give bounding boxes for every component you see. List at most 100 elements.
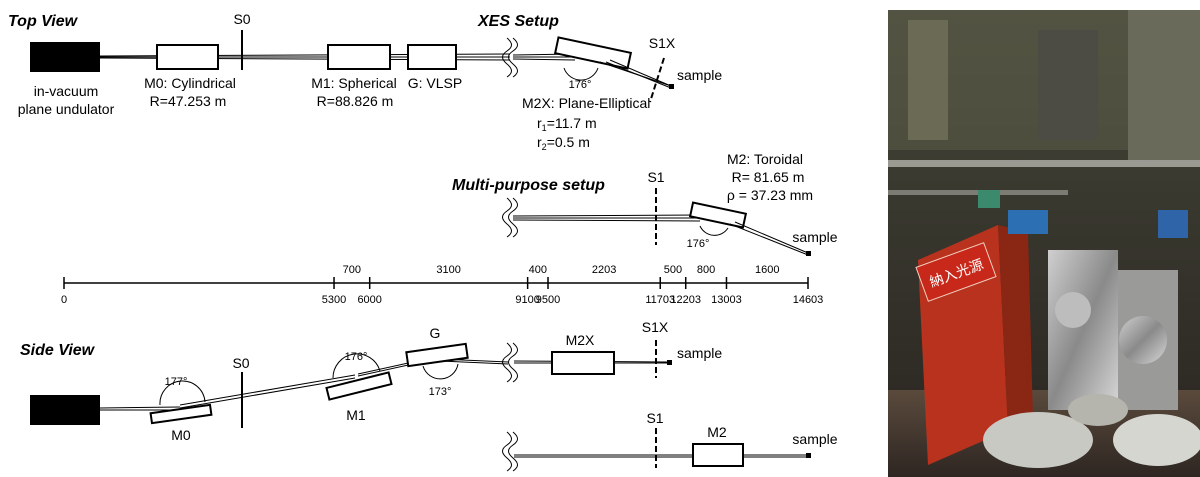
photo-foil-1 (983, 412, 1093, 468)
scale-distance-label: 800 (697, 264, 715, 276)
side-break-mark-2 (508, 342, 518, 383)
side-view-title: Side View (20, 342, 96, 359)
photo-rack-center (1038, 30, 1098, 140)
side-sample-marker-1 (667, 360, 672, 365)
side-view: Side View 177° M0 S0 176° M1 173° G (20, 319, 838, 472)
r2-main: r (537, 134, 542, 150)
r1-text: r1=11.7 m (537, 115, 597, 133)
mp-sample-marker (806, 251, 811, 256)
m2x-angle: 176° (569, 79, 592, 91)
side-m0-label: M0 (171, 427, 191, 443)
top-view: Top View in-vacuum plane undulator M0: C… (8, 11, 722, 152)
side-s0-label: S0 (232, 355, 249, 371)
side-m0-mirror (149, 403, 213, 425)
side-s1-label: S1 (646, 410, 663, 426)
side-sample-label-1: sample (677, 345, 722, 361)
m2-angle: 176° (687, 238, 710, 250)
scale-position-label: 12203 (670, 294, 701, 306)
side-beam-2 (179, 377, 356, 409)
photo-rack-left (908, 20, 948, 140)
m2-rho: ρ = 37.23 mm (727, 187, 813, 203)
scale-distance-label: 500 (664, 264, 682, 276)
m2x-label: M2X: Plane-Elliptical (522, 95, 650, 111)
side-sample-label-2: sample (792, 431, 837, 447)
mp-s1-label: S1 (647, 169, 664, 185)
scale-position-label: 5300 (322, 294, 346, 306)
side-break-mark (502, 342, 512, 383)
side-sample-marker-2 (806, 453, 811, 458)
mp-break-mark (502, 197, 512, 238)
scale-position-label: 14603 (793, 294, 824, 306)
scale-position-label: 9100 (515, 294, 539, 306)
scale-position-label: 0 (61, 294, 67, 306)
m1-radius: R=88.826 m (317, 93, 394, 109)
m2-label: M2: Toroidal (727, 151, 803, 167)
photo-foil-2 (1113, 414, 1200, 466)
side-grating-label: G (430, 325, 441, 341)
s1x-slit (649, 57, 665, 103)
s0-label: S0 (233, 11, 250, 27)
top-view-title: Top View (8, 13, 79, 30)
side-mp-break-mark (502, 431, 512, 472)
beamline-photo: 納入光源 (888, 10, 1200, 477)
m1-mirror (327, 44, 391, 70)
r2-sub: 2 (542, 142, 547, 152)
top-break-mark-2 (508, 37, 518, 78)
grating (407, 44, 457, 70)
side-m2-mirror (692, 443, 744, 467)
side-grating-angle: 173° (429, 386, 452, 398)
s1x-label: S1X (649, 35, 676, 51)
undulator-source (30, 42, 100, 72)
beamline-diagram: Top View in-vacuum plane undulator M0: C… (8, 11, 838, 472)
photo-vacuum-chamber-1 (1048, 250, 1118, 410)
photo-pipe-1 (888, 160, 1200, 167)
r2-value: =0.5 m (547, 134, 590, 150)
side-beam-1b (99, 406, 181, 409)
m2-radius: R= 81.65 m (732, 169, 805, 185)
scale-position-label: 11703 (645, 294, 675, 306)
side-m1-mirror (325, 371, 393, 401)
scale-distance-label: 400 (529, 264, 547, 276)
m2-angle-arc (699, 225, 729, 236)
scale-position-label: 9500 (536, 294, 560, 306)
mp-beam-2 (512, 214, 701, 217)
xes-setup-title: XES Setup (477, 13, 559, 30)
side-m0-angle: 177° (165, 376, 188, 388)
r2-text: r2=0.5 m (537, 134, 590, 152)
photo-foil-3 (1068, 394, 1128, 426)
side-m2-label: M2 (707, 424, 727, 440)
side-s1x-label: S1X (642, 319, 669, 335)
side-mp-break-mark-2 (508, 431, 518, 472)
side-m0-angle-arc (159, 380, 206, 406)
side-m2x-mirror (551, 351, 615, 375)
m0-radius: R=47.253 m (150, 93, 227, 109)
photo-green-device (978, 190, 1000, 208)
sample-marker (669, 84, 674, 89)
photo-flange-1 (1119, 316, 1167, 364)
side-m1-label: M1 (346, 407, 366, 423)
mp-beam-3 (512, 219, 701, 222)
source-label-2: plane undulator (18, 101, 115, 117)
m0-label: M0: Cylindrical (144, 75, 236, 91)
m2-reflected-beam (734, 221, 809, 254)
top-beam-cont-3 (512, 58, 576, 61)
photo-rack-right (1128, 10, 1200, 160)
photo-blue-device-2 (1158, 210, 1188, 238)
mp-sample-label: sample (792, 229, 837, 245)
source-label-1: in-vacuum (34, 83, 99, 99)
scale-position-label: 13003 (711, 294, 742, 306)
side-grating (405, 342, 469, 368)
side-m2x-label: M2X (566, 332, 595, 348)
side-undulator-source (30, 395, 100, 425)
sample-label: sample (677, 67, 722, 83)
side-beam-2b (179, 374, 356, 406)
r1-value: =11.7 m (547, 115, 597, 131)
scale-distance-label: 2203 (592, 264, 616, 276)
scale-distance-label: 1600 (755, 264, 779, 276)
m2-toroidal-mirror (688, 201, 748, 229)
mp-break-mark-2 (508, 197, 518, 238)
r1-sub: 1 (542, 123, 547, 133)
photo-blue-device (1008, 210, 1048, 234)
photo-flange-2 (1055, 292, 1091, 328)
